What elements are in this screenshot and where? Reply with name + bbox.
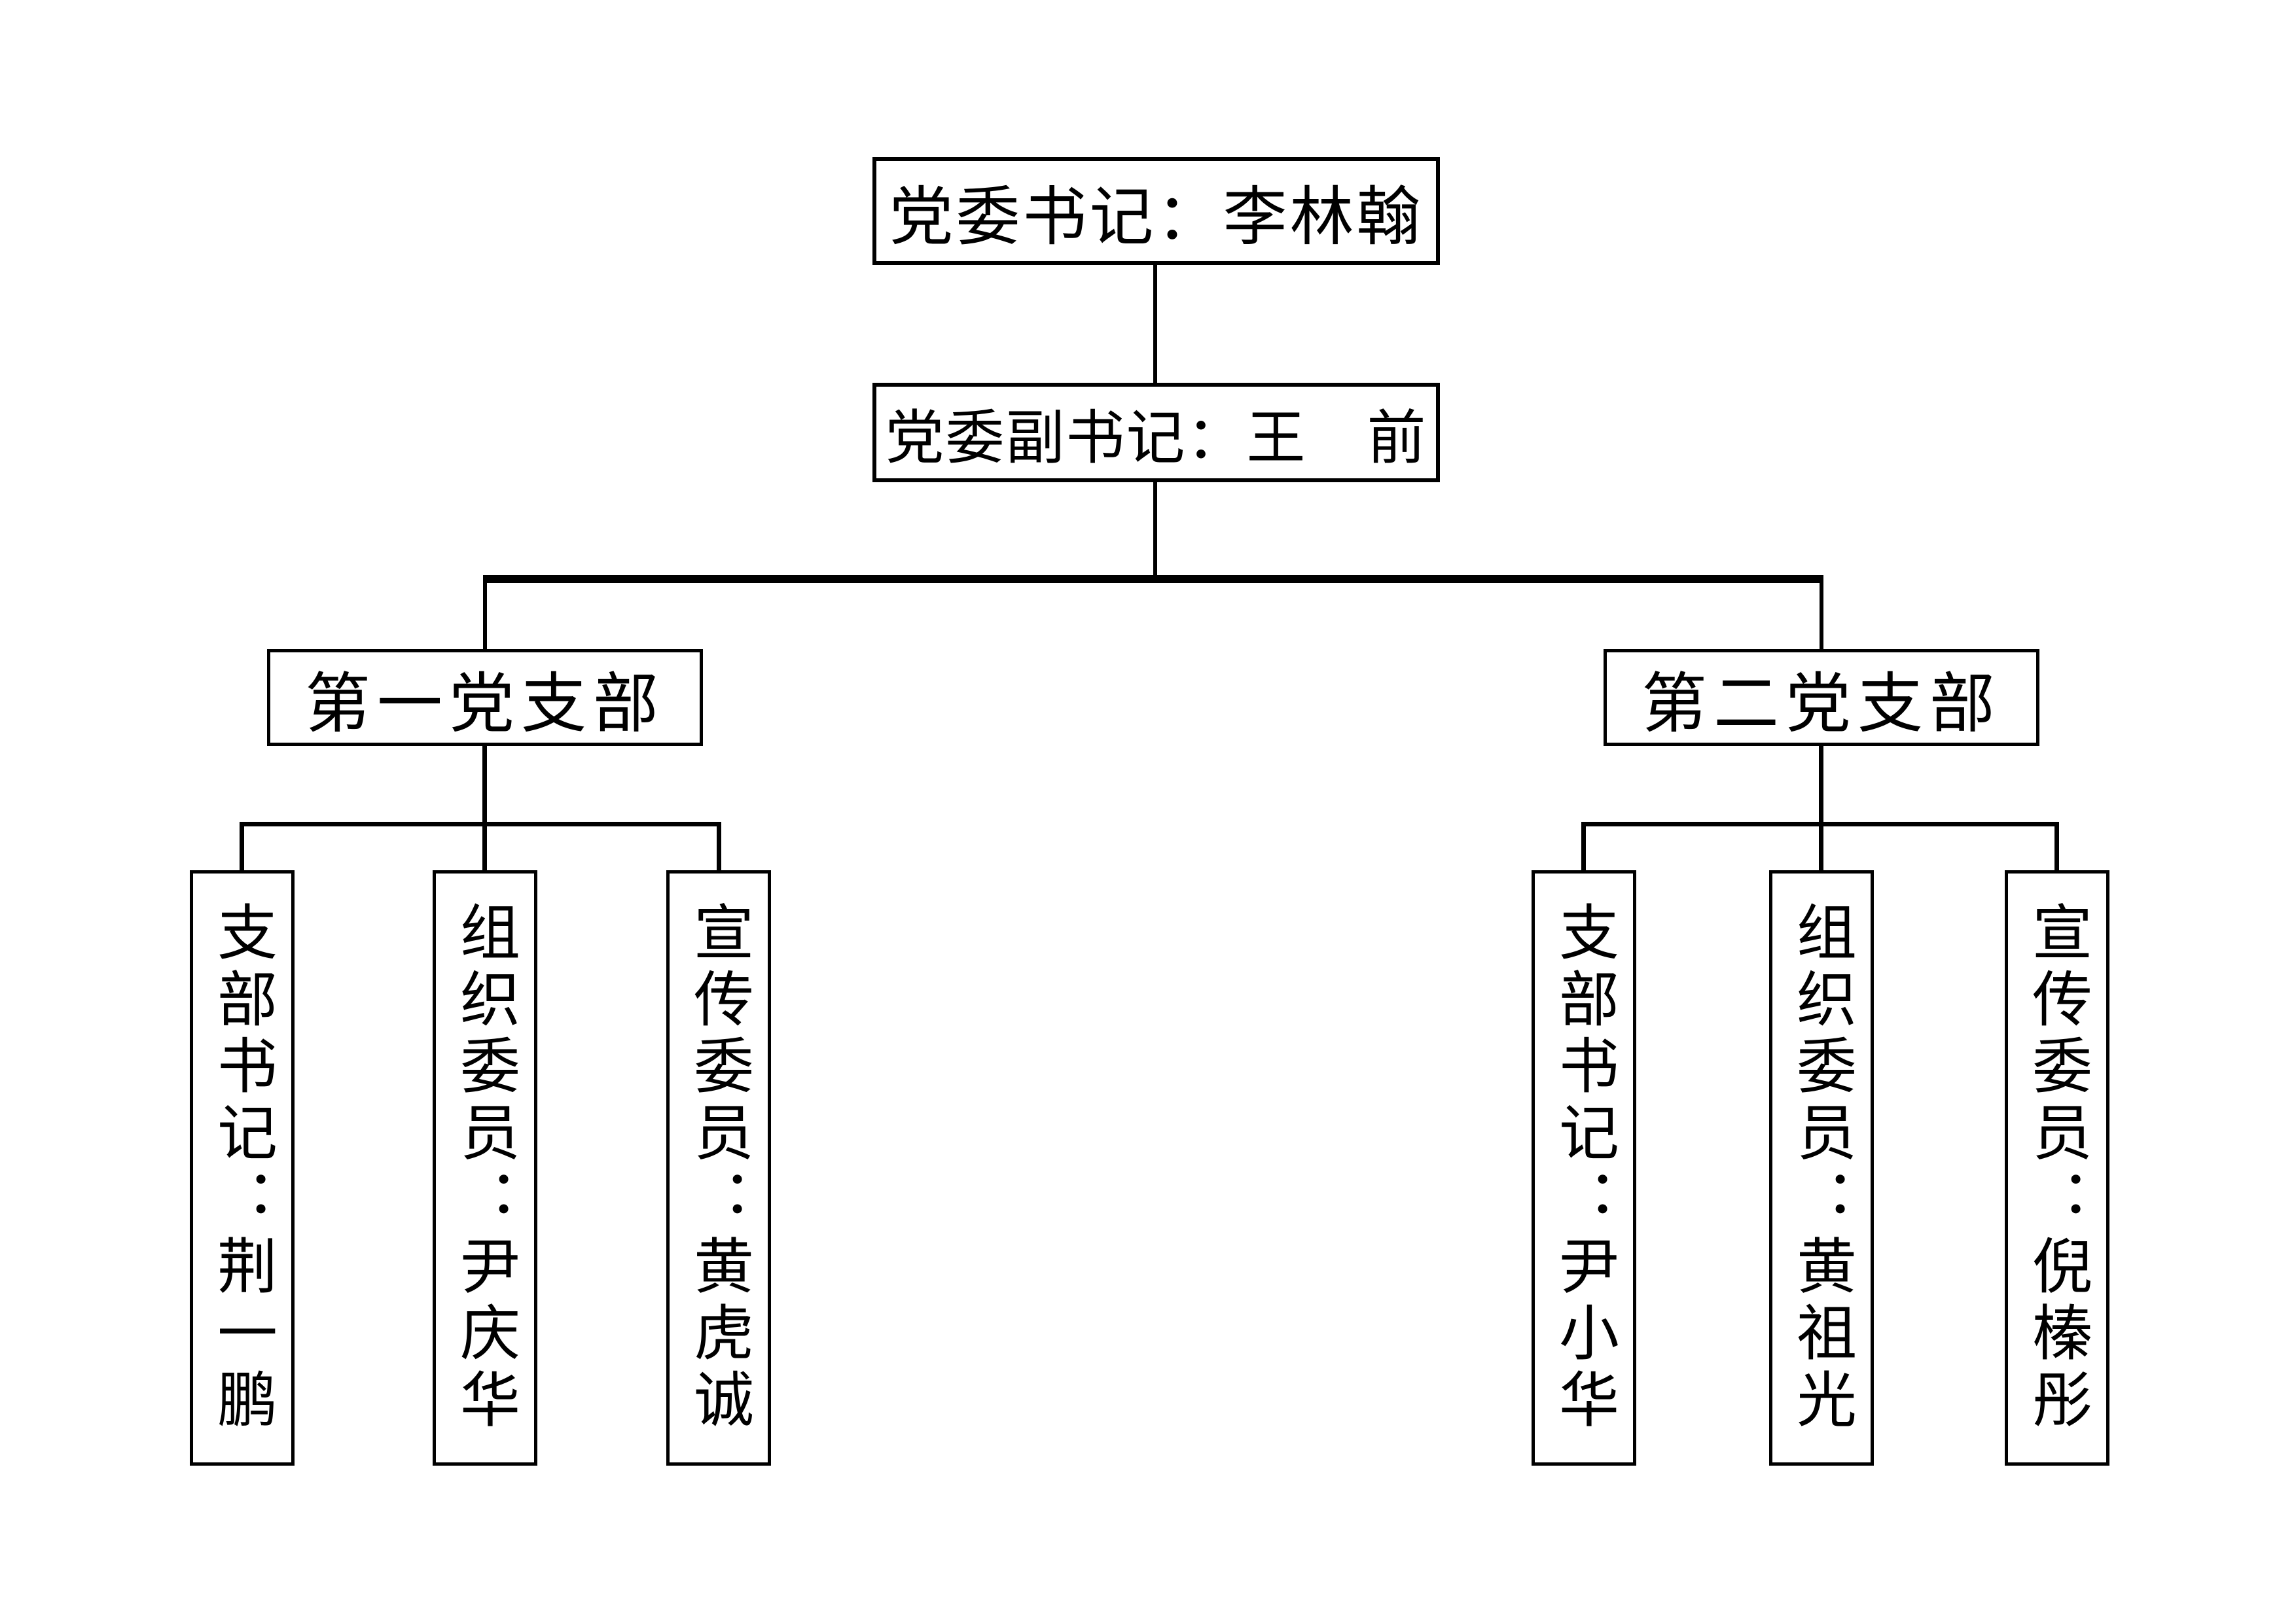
connector-level1-horizontal [483,575,1823,583]
branch-2-member-secretary-box: 支部书记：尹小华 [1532,870,1636,1466]
branch-1-label: 第一党支部 [305,665,665,742]
branch-1-member-secretary-label: 支部书记：荆一鹏 [207,901,278,1435]
deputy-secretary-box: 党委副书记：王 前 [872,383,1440,482]
connector-branch-2-member-3-drop [2054,822,2059,870]
branch-2-member-propaganda-box: 宣传委员：倪榛彤 [2005,870,2109,1466]
branch-1-box: 第一党支部 [267,649,703,746]
party-secretary-label: 党委书记：李林翰 [889,179,1424,255]
branch-2-member-secretary-label: 支部书记：尹小华 [1549,901,1619,1435]
connector-branch-2-horizontal [1581,822,2059,826]
party-secretary-box: 党委书记：李林翰 [872,157,1440,265]
connector-deputy-drop [1153,482,1157,579]
branch-2-member-propaganda-label: 宣传委员：倪榛彤 [2022,901,2092,1435]
branch-2-label: 第二党支部 [1641,665,2001,742]
connector-root-to-deputy [1153,265,1157,383]
branch-2-box: 第二党支部 [1604,649,2039,746]
connector-to-branch-2 [1820,583,1823,649]
branch-1-member-propaganda-label: 宣传委员：黄虎诚 [683,901,754,1435]
connector-branch-1-member-3-drop [717,822,721,870]
branch-2-member-organization-box: 组织委员：黄祖光 [1769,870,1874,1466]
branch-2-member-organization-label: 组织委员：黄祖光 [1786,901,1857,1435]
connector-branch-2-drop [1819,746,1823,870]
connector-branch-2-member-1-drop [1581,822,1586,870]
connector-branch-1-horizontal [240,822,721,826]
connector-to-branch-1 [483,583,487,649]
connector-branch-1-drop [482,746,487,870]
deputy-secretary-label: 党委副书记：王 前 [885,404,1427,472]
branch-1-member-organization-box: 组织委员：尹庆华 [433,870,537,1466]
connector-branch-1-member-1-drop [240,822,244,870]
branch-1-member-propaganda-box: 宣传委员：黄虎诚 [666,870,771,1466]
branch-1-member-secretary-box: 支部书记：荆一鹏 [190,870,295,1466]
branch-1-member-organization-label: 组织委员：尹庆华 [450,901,520,1435]
